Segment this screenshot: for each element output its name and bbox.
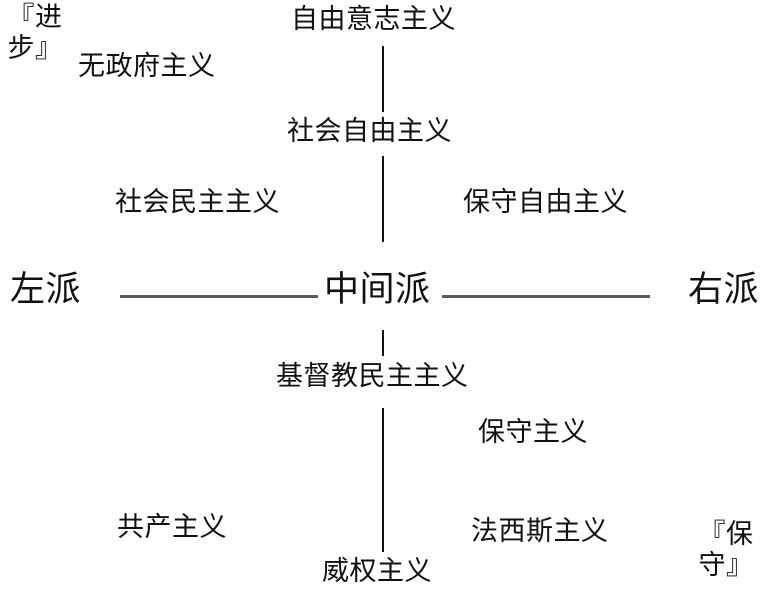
vertical-axis-segment-center-tick	[382, 330, 384, 356]
vertical-axis-bottom-annotation-line1: 『保	[698, 519, 754, 549]
horizontal-axis-left-segment	[120, 295, 318, 298]
vertical-axis-segment-bottom	[382, 408, 384, 552]
label-conservative-liberalism: 保守自由主义	[463, 187, 628, 217]
vertical-axis-top-annotation: 『进 步』	[4, 2, 66, 64]
vertical-axis-bottom-annotation: 『保 守』	[694, 519, 758, 581]
label-social-democracy: 社会民主主义	[115, 187, 280, 217]
horizontal-axis-right-segment	[442, 295, 650, 298]
vertical-axis-top-annotation-line2: 步』	[7, 33, 63, 64]
label-anarchism: 无政府主义	[78, 51, 216, 81]
label-christian-democracy: 基督教民主主义	[276, 361, 469, 391]
label-left-pole: 左派	[10, 270, 82, 309]
vertical-axis-bottom-annotation-line2: 守』	[698, 550, 754, 581]
label-center: 中间派	[324, 270, 431, 309]
vertical-axis-segment-top	[382, 46, 384, 112]
label-conservatism: 保守主义	[478, 417, 588, 447]
vertical-axis-segment-upper-mid	[382, 156, 384, 242]
label-authoritarianism: 威权主义	[322, 556, 432, 586]
label-communism: 共产主义	[117, 512, 227, 542]
label-social-liberalism: 社会自由主义	[287, 116, 452, 146]
label-libertarianism: 自由意志主义	[291, 4, 456, 34]
label-right-pole: 右派	[688, 270, 760, 309]
vertical-axis-top-annotation-line1: 『进	[7, 2, 63, 32]
label-fascism: 法西斯主义	[471, 516, 609, 546]
